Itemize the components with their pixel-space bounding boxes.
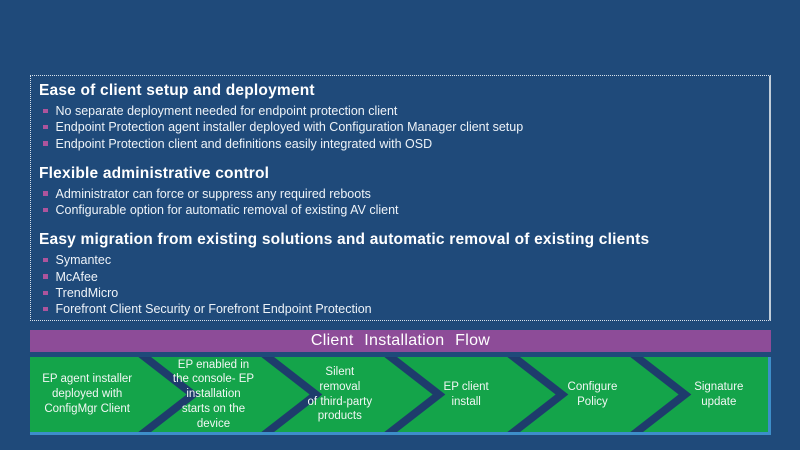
flow-strip: EP agent installer deployed with ConfigM… <box>30 357 771 435</box>
bullet-text: Endpoint Protection agent installer depl… <box>55 120 524 135</box>
flow-step-ep-client-install: EP client install <box>389 357 515 432</box>
bullet-text: McAfee <box>55 269 98 284</box>
bullet-square-icon <box>43 191 48 196</box>
bullet-text: Forefront Client Security or Forefront E… <box>55 302 372 317</box>
bullet-square-icon <box>43 124 48 130</box>
flow-banner: Client Installation Flow <box>30 330 771 352</box>
bullet-square-icon <box>43 108 48 113</box>
section-heading: Flexible administrative control <box>39 164 270 182</box>
bullet-text: Endpoint Protection client and definitio… <box>55 136 433 151</box>
flow-steps: EP agent installer deployed with ConfigM… <box>30 357 768 432</box>
bullet-square-icon <box>43 141 48 146</box>
bullet-item: Endpoint Protection client and definitio… <box>39 136 759 152</box>
bullet-square-icon <box>43 207 48 213</box>
bullet-item: Endpoint Protection agent installer depl… <box>39 119 759 135</box>
bullet-text: Configurable option for automatic remova… <box>55 203 399 218</box>
bullet-text: TrendMicro <box>55 286 119 301</box>
bullet-item: Symantec <box>39 252 759 268</box>
bullet-item: Administrator can force or suppress any … <box>39 186 759 202</box>
bullet-square-icon <box>43 290 48 296</box>
flow-step-label: Silent removal of third-party products <box>307 365 373 423</box>
section-heading: Ease of client setup and deployment <box>39 82 315 99</box>
bullet-item: TrendMicro <box>39 285 759 301</box>
section-client-setup: Ease of client setup and deployment No s… <box>39 82 759 152</box>
bullet-item: Configurable option for automatic remova… <box>39 202 759 218</box>
bullet-text: Administrator can force or suppress any … <box>55 186 371 201</box>
bullet-item: No separate deployment needed for endpoi… <box>39 103 759 119</box>
chevron-separator-icon <box>261 357 323 432</box>
flow-step-label: EP enabled in the console- EP installati… <box>172 358 255 430</box>
flow-step-label: Signature update <box>694 380 744 408</box>
chevron-separators <box>138 357 692 432</box>
chevron-separator-icon <box>630 357 692 432</box>
flow-step-label: EP client install <box>443 380 489 408</box>
flow-banner-title: Client Installation Flow <box>310 332 491 349</box>
section-admin-control: Flexible administrative control Administ… <box>39 165 759 219</box>
flow-step-signature-update: Signature update <box>642 357 768 432</box>
chevron-separator-icon <box>138 357 200 432</box>
chevron-separator-icon <box>507 357 569 432</box>
flow-step-label: Configure Policy <box>567 380 618 408</box>
flow-step-silent-removal: Silent removal of third-party products <box>263 357 389 432</box>
feature-summary-box: Ease of client setup and deployment No s… <box>30 75 771 321</box>
bullet-item: Forefront Client Security or Forefront E… <box>39 301 759 317</box>
flow-step-ep-agent-installer: EP agent installer deployed with ConfigM… <box>30 357 136 432</box>
chevron-separator-icon <box>384 357 446 432</box>
flow-step-configure-policy: Configure Policy <box>515 357 641 432</box>
bullet-square-icon <box>43 274 48 279</box>
bullet-text: No separate deployment needed for endpoi… <box>55 104 398 118</box>
bullet-square-icon <box>43 306 48 312</box>
bullet-square-icon <box>43 257 48 263</box>
section-heading: Easy migration from existing solutions a… <box>39 231 650 249</box>
section-migration: Easy migration from existing solutions a… <box>39 231 759 317</box>
bullet-item: McAfee <box>39 269 759 285</box>
bullet-text: Symantec <box>55 253 112 268</box>
flow-step-label: EP agent installer deployed with ConfigM… <box>42 373 133 415</box>
flow-step-ep-enabled: EP enabled in the console- EP installati… <box>136 357 262 432</box>
